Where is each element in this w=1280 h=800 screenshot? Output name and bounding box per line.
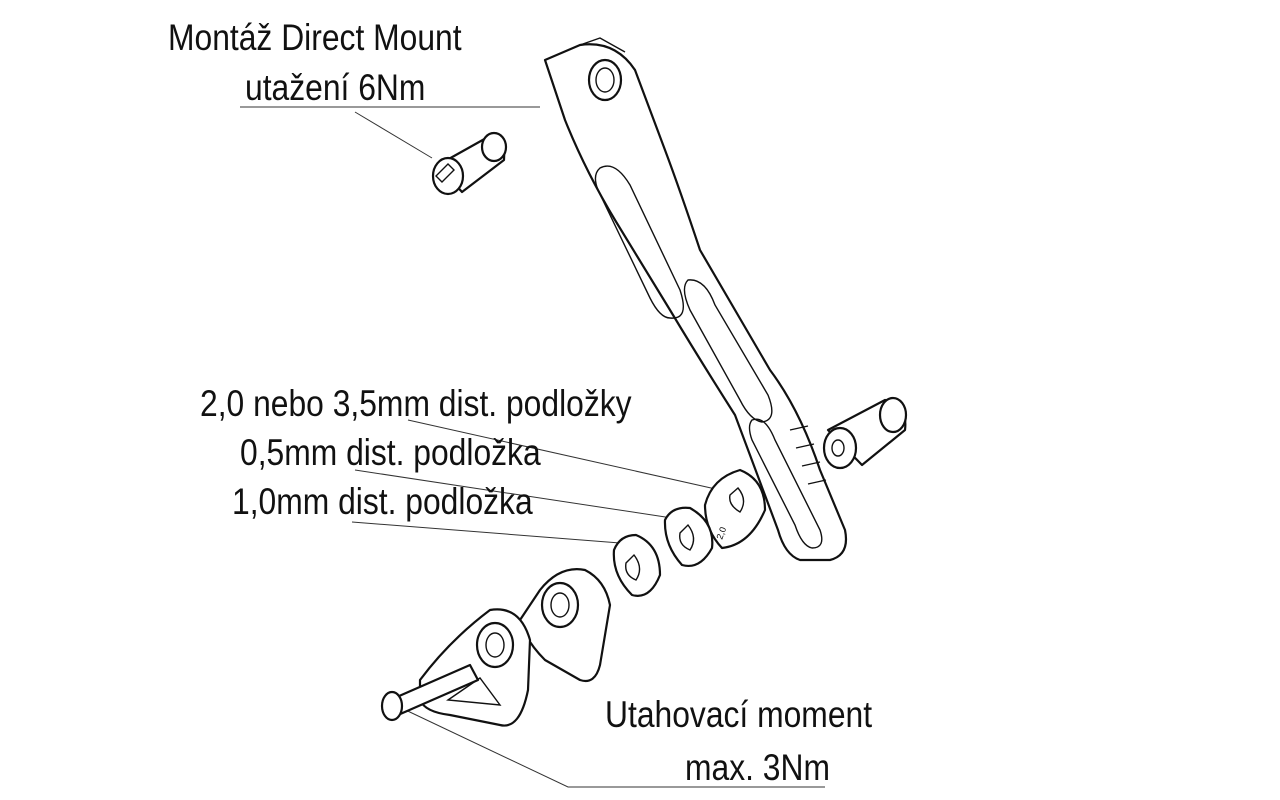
label-torque-title: Utahovací moment xyxy=(605,694,873,735)
spacer-2-35: 2,0 xyxy=(703,468,767,550)
label-torque-value: max. 3Nm xyxy=(685,747,830,788)
leader-torque-screw xyxy=(394,704,825,788)
caliper-bracket-rear xyxy=(518,568,612,683)
label-spacer-05: 0,5mm dist. podložka xyxy=(240,432,541,473)
label-direct-mount-torque: utažení 6Nm xyxy=(245,67,426,108)
leader-lines xyxy=(240,106,825,788)
label-direct-mount-title: Montáž Direct Mount xyxy=(168,17,462,58)
barrel-nut xyxy=(822,396,908,470)
label-spacer-2-35: 2,0 nebo 3,5mm dist. podložky xyxy=(200,383,632,424)
caliper-bracket-front xyxy=(418,608,532,727)
adapter-bracket xyxy=(543,37,848,562)
leader-direct-mount-screw xyxy=(354,111,433,159)
spacer-10 xyxy=(612,533,662,597)
spacer-05 xyxy=(663,506,714,567)
mount-screw-bottom xyxy=(380,663,480,722)
mount-screw-top xyxy=(431,131,508,196)
label-spacer-10: 1,0mm dist. podložka xyxy=(232,481,533,522)
spacer-marking: 2,0 xyxy=(714,526,728,541)
leader-spacer-2-35 xyxy=(407,419,721,491)
leader-spacer-10 xyxy=(351,521,621,544)
leader-spacer-05 xyxy=(354,469,673,519)
